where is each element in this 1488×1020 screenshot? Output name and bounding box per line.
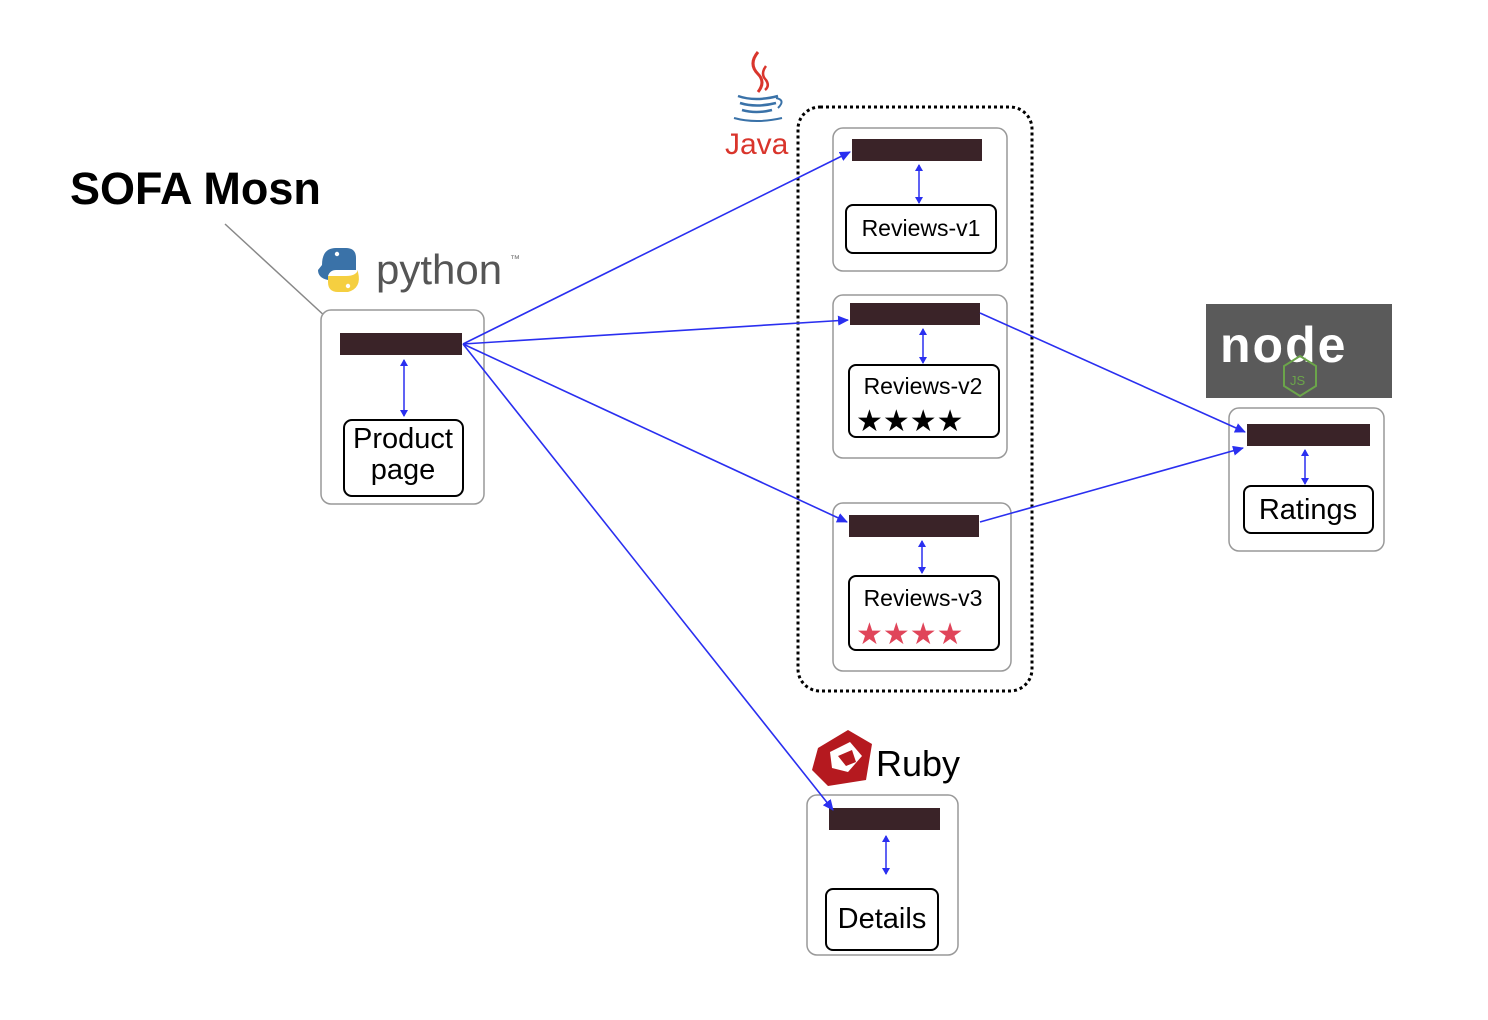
ratings-label: Ratings [1259, 494, 1357, 526]
arrow-reviews-v2-to-ratings [979, 312, 1246, 433]
java-wordmark: Java [725, 128, 789, 161]
arrow-productpage-to-reviews-v2 [462, 315, 849, 345]
reviews-v1-sidecar [852, 139, 982, 161]
nodejs-hex-icon [1283, 354, 1317, 398]
productpage-label-line1: Product [353, 423, 453, 455]
java-logo: Java [725, 51, 789, 161]
productpage-sidecar [340, 333, 462, 355]
arrow-reviews-v3-to-ratings [979, 445, 1244, 523]
reviews-v1-pod[interactable]: Reviews-v1 [832, 127, 1008, 272]
reviews-v3-label: Reviews-v3 [864, 585, 983, 611]
ratings-sidecar [1247, 424, 1370, 446]
python-icon [318, 248, 359, 292]
reviews-group-boundary [796, 105, 1034, 693]
ruby-gem-icon [812, 730, 872, 786]
reviews-v3-pod[interactable]: Reviews-v3 ★★★★ [832, 502, 1012, 672]
productpage-service-box [343, 419, 464, 497]
python-wordmark: python [376, 246, 502, 293]
reviews-v1-service-box [845, 204, 997, 254]
arrow-productpage-to-details [462, 343, 834, 811]
reviews-v2-label: Reviews-v2 [864, 373, 983, 399]
ruby-wordmark: Ruby [876, 743, 960, 784]
details-label: Details [838, 903, 927, 935]
reviews-v2-sidecar [850, 303, 980, 325]
details-service-box [825, 888, 939, 951]
nodejs-logo: node JS [1206, 304, 1392, 398]
ruby-logo: Ruby [812, 730, 960, 786]
reviews-v2-star-rating: ★★★★ [856, 404, 964, 439]
diagram-title: SOFA Mosn [70, 163, 321, 214]
python-trademark: ™ [510, 254, 520, 265]
reviews-v3-star-rating: ★★★★ [856, 617, 964, 652]
details-pod[interactable]: Details [806, 794, 959, 956]
productpage-pod[interactable]: Product page [320, 309, 485, 505]
nodejs-js-label: JS [1290, 373, 1306, 388]
ratings-pod[interactable]: Ratings [1228, 407, 1385, 552]
ratings-service-box [1243, 485, 1374, 534]
traffic-arrows [462, 151, 1246, 811]
reviews-v2-pod[interactable]: Reviews-v2 ★★★★ [832, 294, 1008, 459]
title-leader-line [224, 223, 341, 331]
nodejs-wordmark: node [1220, 317, 1347, 373]
reviews-v3-service-box [848, 575, 1000, 651]
java-cup-icon [733, 51, 783, 122]
reviews-v1-label: Reviews-v1 [862, 215, 981, 241]
details-sidecar [829, 808, 940, 830]
python-logo: python ™ [318, 246, 520, 293]
reviews-v2-service-box [848, 364, 1000, 438]
reviews-v3-sidecar [849, 515, 979, 537]
arrow-productpage-to-reviews-v1 [462, 151, 851, 345]
productpage-label-line2: page [371, 454, 436, 486]
arrow-productpage-to-reviews-v3 [462, 343, 848, 523]
